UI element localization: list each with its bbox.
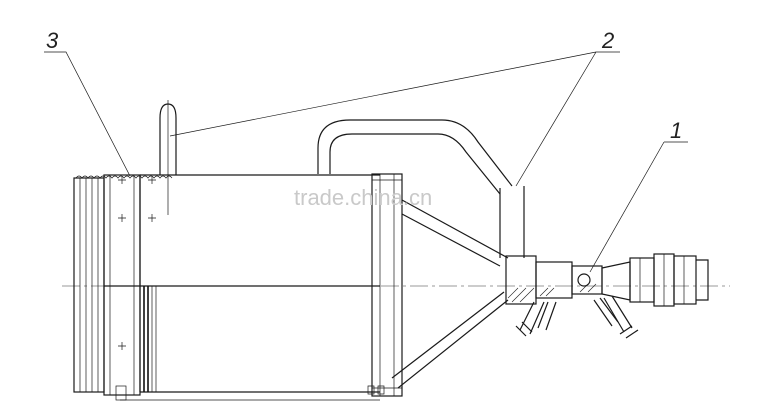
support-struts bbox=[391, 199, 509, 389]
watermark-text: trade.china.cn bbox=[294, 185, 432, 210]
rivet-icons bbox=[118, 176, 156, 350]
riser-pipe bbox=[499, 186, 525, 258]
leader-lines bbox=[44, 51, 688, 273]
cylinder-body bbox=[73, 173, 403, 401]
callout-1-label: 1 bbox=[670, 118, 682, 143]
hose-loop bbox=[317, 119, 513, 195]
callout-3-label: 3 bbox=[46, 28, 59, 53]
nozzle-assembly bbox=[505, 253, 709, 339]
callout-2-label: 2 bbox=[601, 28, 614, 53]
vent-pipe bbox=[159, 100, 177, 215]
section-hatching bbox=[507, 283, 597, 303]
